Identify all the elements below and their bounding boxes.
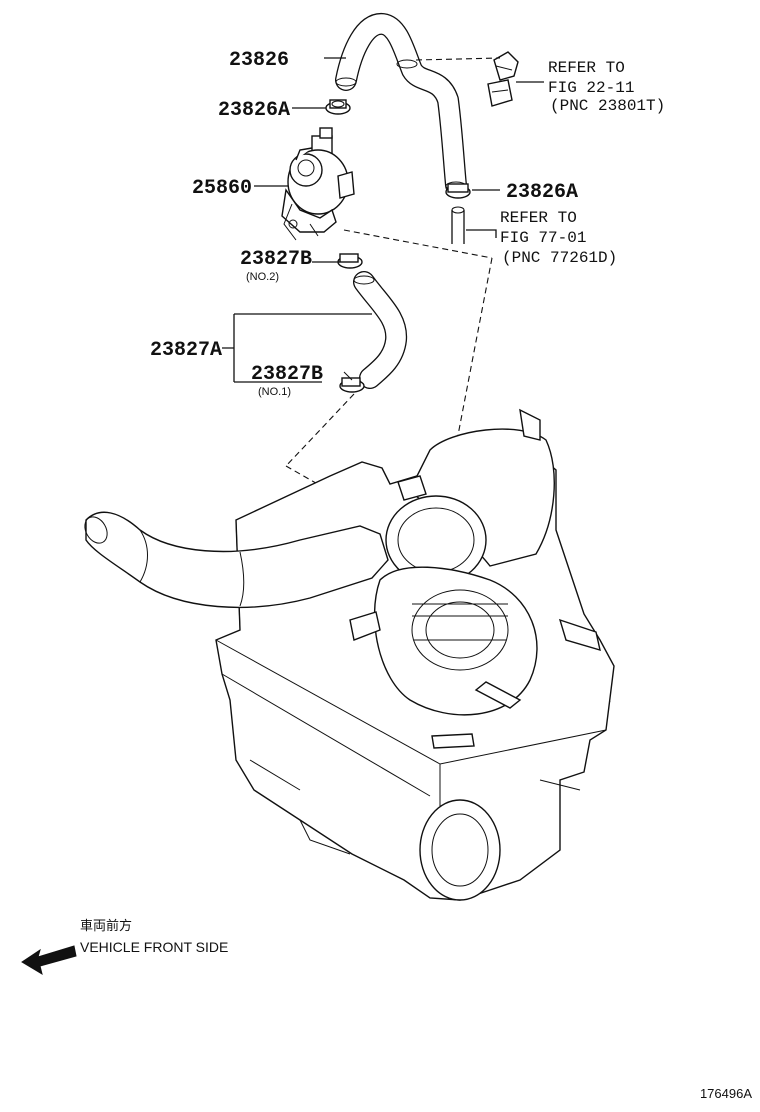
label-23827B-no1: 23827B: [251, 363, 323, 386]
fitting-22-11: [487, 51, 519, 107]
ref-22-line3: (PNC 23801T): [550, 97, 665, 115]
figure-id: 176496A: [700, 1086, 752, 1101]
pipe-stub-77-01: [451, 206, 465, 244]
engine-assembly: [84, 408, 615, 901]
direction-en: VEHICLE FRONT SIDE: [80, 939, 228, 955]
clip-23827B-no2[interactable]: [337, 253, 363, 269]
front-arrow-icon: [21, 945, 77, 976]
label-23827A: 23827A: [150, 339, 222, 362]
clip-23826A-right[interactable]: [445, 183, 471, 199]
label-23826: 23826: [229, 49, 289, 72]
clip-23826A-top[interactable]: [325, 99, 351, 115]
note-no2: (NO.2): [246, 271, 279, 283]
direction-jp: 車両前方: [80, 918, 132, 933]
vsv-25860[interactable]: [281, 127, 355, 241]
note-no1: (NO.1): [258, 386, 291, 398]
leader-lines: [222, 57, 544, 383]
label-23827B-no2: 23827B: [240, 248, 312, 271]
ref-77-line3: (PNC 77261D): [502, 249, 617, 267]
hose-23827A[interactable]: [353, 271, 408, 389]
label-23826A-top: 23826A: [218, 99, 290, 122]
label-23826A-right: 23826A: [506, 181, 578, 204]
ref-22-line2: FIG 22-11: [548, 79, 634, 97]
clip-23827B-no1[interactable]: [339, 371, 365, 393]
ref-22-line1: REFER TO: [548, 59, 625, 77]
label-25860: 25860: [192, 177, 252, 200]
ref-77-line1: REFER TO: [500, 209, 577, 227]
hose-23826[interactable]: [335, 13, 467, 196]
ref-77-line2: FIG 77-01: [500, 229, 586, 247]
